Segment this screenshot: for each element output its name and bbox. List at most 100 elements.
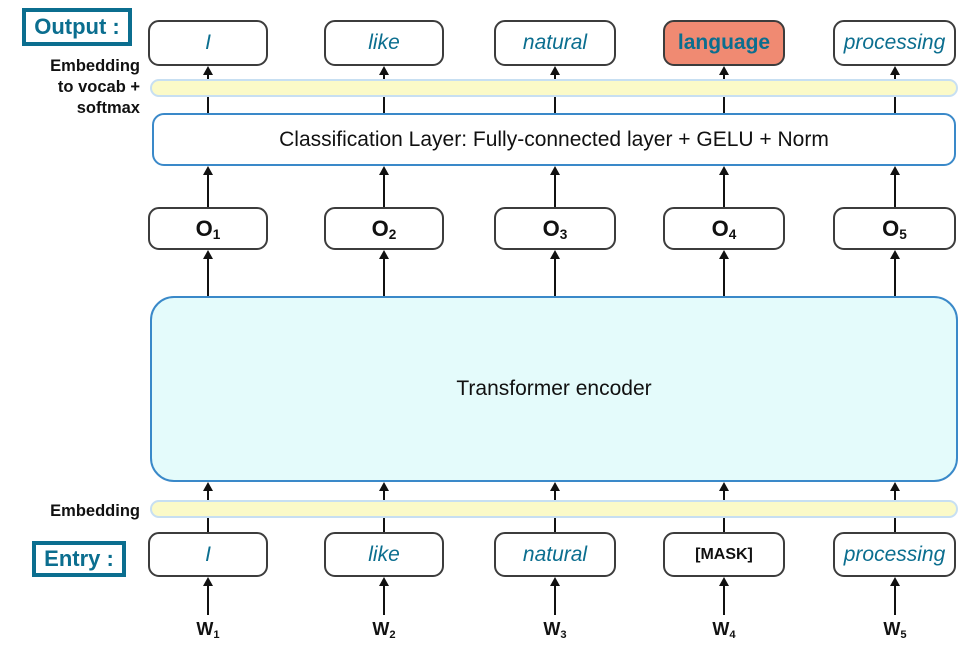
hidden-state-text-2: O2 (371, 215, 397, 243)
input-token-text-2: like (368, 542, 400, 566)
arrow-line (553, 175, 557, 207)
input-token-text-3: natural (522, 542, 588, 566)
embedding-to-vocab-label: Embedding to vocab + softmax (50, 57, 140, 118)
arrow-line (893, 75, 897, 120)
hidden-state-text-3: O3 (542, 215, 568, 243)
arrow-o5-to-classification (889, 166, 901, 207)
arrow-head (890, 577, 900, 586)
arrow-head (550, 577, 560, 586)
arrow-w1-to-input-1 (202, 577, 214, 615)
arrow-head (719, 66, 729, 75)
output-token-box-2[interactable]: like (324, 20, 444, 66)
hidden-state-text-4: O4 (711, 215, 737, 243)
arrow-w2-to-input-2 (378, 577, 390, 615)
input-token-box-1[interactable]: I (148, 532, 268, 577)
arrow-head (890, 250, 900, 259)
arrow-line (893, 175, 897, 207)
arrow-line (722, 75, 726, 120)
arrow-o4-to-classification (718, 166, 730, 207)
w-label-4: W4 (712, 619, 736, 642)
arrow-line (722, 259, 726, 296)
arrow-head (550, 250, 560, 259)
output-section-tag: Output : (22, 8, 132, 46)
output-token-text-3: natural (522, 31, 588, 54)
output-token-text-1: I (205, 31, 211, 54)
arrow-line (553, 75, 557, 120)
arrow-line (382, 586, 386, 615)
arrow-head (203, 66, 213, 75)
arrow-o2-to-classification (378, 166, 390, 207)
arrow-classification-to-output-2 (378, 66, 390, 120)
arrow-line (553, 259, 557, 296)
arrow-head (379, 166, 389, 175)
classification-layer-box[interactable]: Classification Layer: Fully-connected la… (152, 113, 956, 166)
arrow-head (379, 66, 389, 75)
arrow-head (890, 482, 900, 491)
input-token-text-4: [MASK] (695, 545, 753, 563)
classification-layer-label: Classification Layer: Fully-connected la… (279, 127, 829, 151)
input-token-text-5: processing (843, 542, 946, 566)
arrow-line (893, 586, 897, 615)
arrow-encoder-to-o2 (378, 250, 390, 296)
arrow-head (890, 66, 900, 75)
arrow-line (382, 175, 386, 207)
input-token-box-2[interactable]: like (324, 532, 444, 577)
hidden-state-box-1[interactable]: O1 (148, 207, 268, 250)
arrow-head (890, 166, 900, 175)
arrow-head (379, 250, 389, 259)
arrow-head (550, 166, 560, 175)
arrow-w3-to-input-3 (549, 577, 561, 615)
w-label-2: W2 (372, 619, 396, 642)
input-token-text-1: I (205, 542, 211, 566)
output-section-tag-label: Output : (34, 14, 120, 39)
arrow-head (203, 166, 213, 175)
arrow-head (719, 577, 729, 586)
embedding-label: Embedding (50, 502, 140, 520)
input-token-box-5[interactable]: processing (833, 532, 956, 577)
output-token-box-5[interactable]: processing (833, 20, 956, 66)
arrow-encoder-to-o5 (889, 250, 901, 296)
arrow-encoder-to-o4 (718, 250, 730, 296)
entry-section-tag-label: Entry : (44, 546, 114, 571)
output-token-box-1[interactable]: I (148, 20, 268, 66)
input-token-box-4[interactable]: [MASK] (663, 532, 785, 577)
arrow-head (379, 577, 389, 586)
arrow-head (203, 250, 213, 259)
arrow-line (382, 75, 386, 120)
embedding-to-vocab-strip (150, 79, 958, 97)
arrow-encoder-to-o3 (549, 250, 561, 296)
arrow-line (553, 586, 557, 615)
hidden-state-text-1: O1 (195, 215, 221, 243)
arrow-classification-to-output-5 (889, 66, 901, 120)
entry-section-tag: Entry : (32, 541, 126, 577)
input-token-box-3[interactable]: natural (494, 532, 616, 577)
hidden-state-box-3[interactable]: O3 (494, 207, 616, 250)
arrow-head (550, 66, 560, 75)
arrow-w5-to-input-5 (889, 577, 901, 615)
arrow-head (379, 482, 389, 491)
w-label-1: W1 (196, 619, 220, 642)
hidden-state-box-4[interactable]: O4 (663, 207, 785, 250)
output-token-box-3[interactable]: natural (494, 20, 616, 66)
hidden-state-box-5[interactable]: O5 (833, 207, 956, 250)
transformer-encoder-label: Transformer encoder (456, 377, 652, 400)
arrow-line (722, 586, 726, 615)
arrow-classification-to-output-4 (718, 66, 730, 120)
transformer-encoder-box[interactable]: Transformer encoder (150, 296, 958, 482)
hidden-state-text-5: O5 (882, 215, 907, 243)
arrow-head (719, 482, 729, 491)
w-label-5: W5 (883, 619, 907, 642)
arrow-encoder-to-o1 (202, 250, 214, 296)
arrow-head (550, 482, 560, 491)
arrow-line (206, 175, 210, 207)
arrow-head (203, 482, 213, 491)
output-token-text-5: processing (843, 31, 946, 54)
arrow-classification-to-output-1 (202, 66, 214, 120)
arrow-o3-to-classification (549, 166, 561, 207)
output-token-box-4[interactable]: language (663, 20, 785, 66)
arrow-line (206, 586, 210, 615)
hidden-state-box-2[interactable]: O2 (324, 207, 444, 250)
embedding-strip (150, 500, 958, 518)
arrow-w4-to-input-4 (718, 577, 730, 615)
w-label-3: W3 (543, 619, 567, 642)
